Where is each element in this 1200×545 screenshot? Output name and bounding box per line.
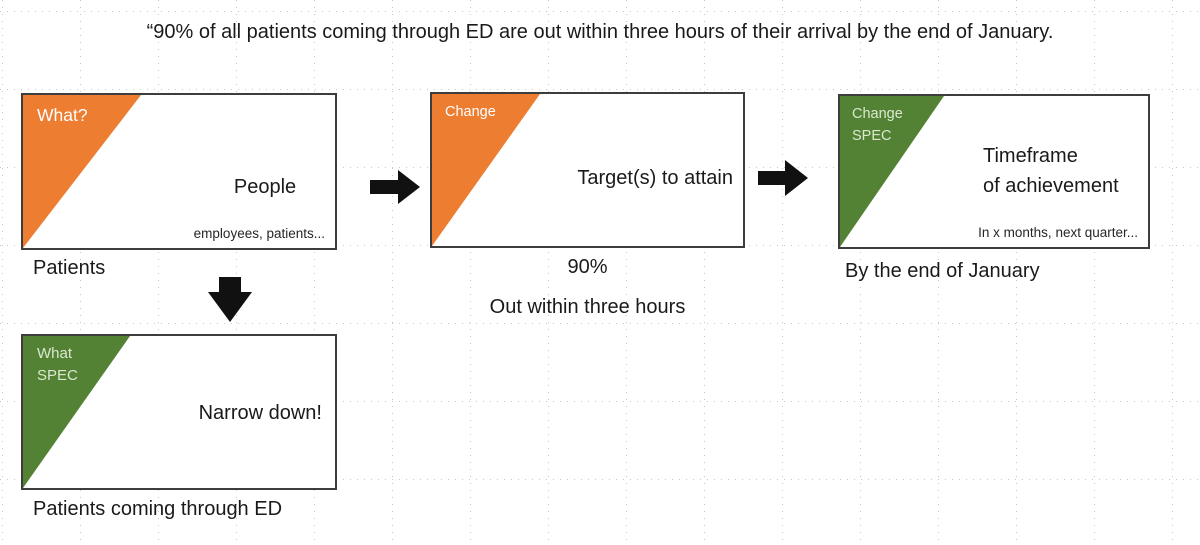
grid-line-vertical [860,0,861,545]
grid-line-vertical [626,0,627,545]
grid-line-vertical [470,0,471,545]
change-spec-corner-label-line1: Change [852,106,903,122]
what-spec-main-text: Narrow down! [198,402,322,424]
what-spec-corner-label-line1: What [37,345,73,362]
change-spec-caption: By the end of January [845,260,1040,282]
grid-line-vertical [1172,0,1173,545]
grid-line-vertical [1016,0,1017,545]
what-corner-label: What? [37,105,88,125]
change-caption-value: 90% [567,256,608,278]
grid-line-horizontal [0,89,1200,90]
arrow-right-icon [370,170,420,204]
change-corner-label: Change [445,104,496,120]
grid-line-vertical [548,0,549,545]
goal-statement: “90% of all patients coming through ED a… [146,21,1054,43]
change-box: Change Target(s) to attain [430,92,745,248]
grid-line-vertical [314,0,315,545]
change-spec-corner-label-line2: SPEC [852,128,892,144]
what-box: What? People employees, patients... [21,93,337,250]
grid-line-horizontal [0,479,1200,480]
change-spec-box: Change SPEC Timeframe of achievement In … [838,94,1150,249]
what-spec-box: What SPEC Narrow down! [21,334,337,490]
what-sub-text: employees, patients... [193,226,325,241]
change-spec-main-text: Timeframe of achievement [983,141,1119,201]
arrow-down-icon [208,277,252,322]
grid-line-vertical [704,0,705,545]
grid-line-horizontal [0,11,1200,12]
grid-line-vertical [938,0,939,545]
grid-line-vertical [1094,0,1095,545]
grid-line-vertical [392,0,393,545]
grid-line-horizontal [0,323,1200,324]
what-spec-corner-label: What SPEC [37,343,78,387]
change-spec-sub-text: In x months, next quarter... [978,225,1138,240]
what-main-text: People [233,176,297,198]
what-spec-caption: Patients coming through ED [33,498,283,520]
change-caption-detail: Out within three hours [489,296,686,318]
what-spec-corner-label-line2: SPEC [37,367,78,384]
grid-line-vertical [782,0,783,545]
change-spec-main-line1: Timeframe [983,145,1078,167]
grid-line-vertical [80,0,81,545]
grid-line-horizontal [0,401,1200,402]
grid-line-vertical [236,0,237,545]
change-spec-main-line2: of achievement [983,175,1119,197]
change-main-text: Target(s) to attain [577,167,733,189]
change-spec-corner-label: Change SPEC [852,103,903,147]
what-caption: Patients [33,257,106,279]
arrow-right-icon [758,160,808,196]
grid-line-vertical [158,0,159,545]
grid-line-vertical [2,0,3,545]
